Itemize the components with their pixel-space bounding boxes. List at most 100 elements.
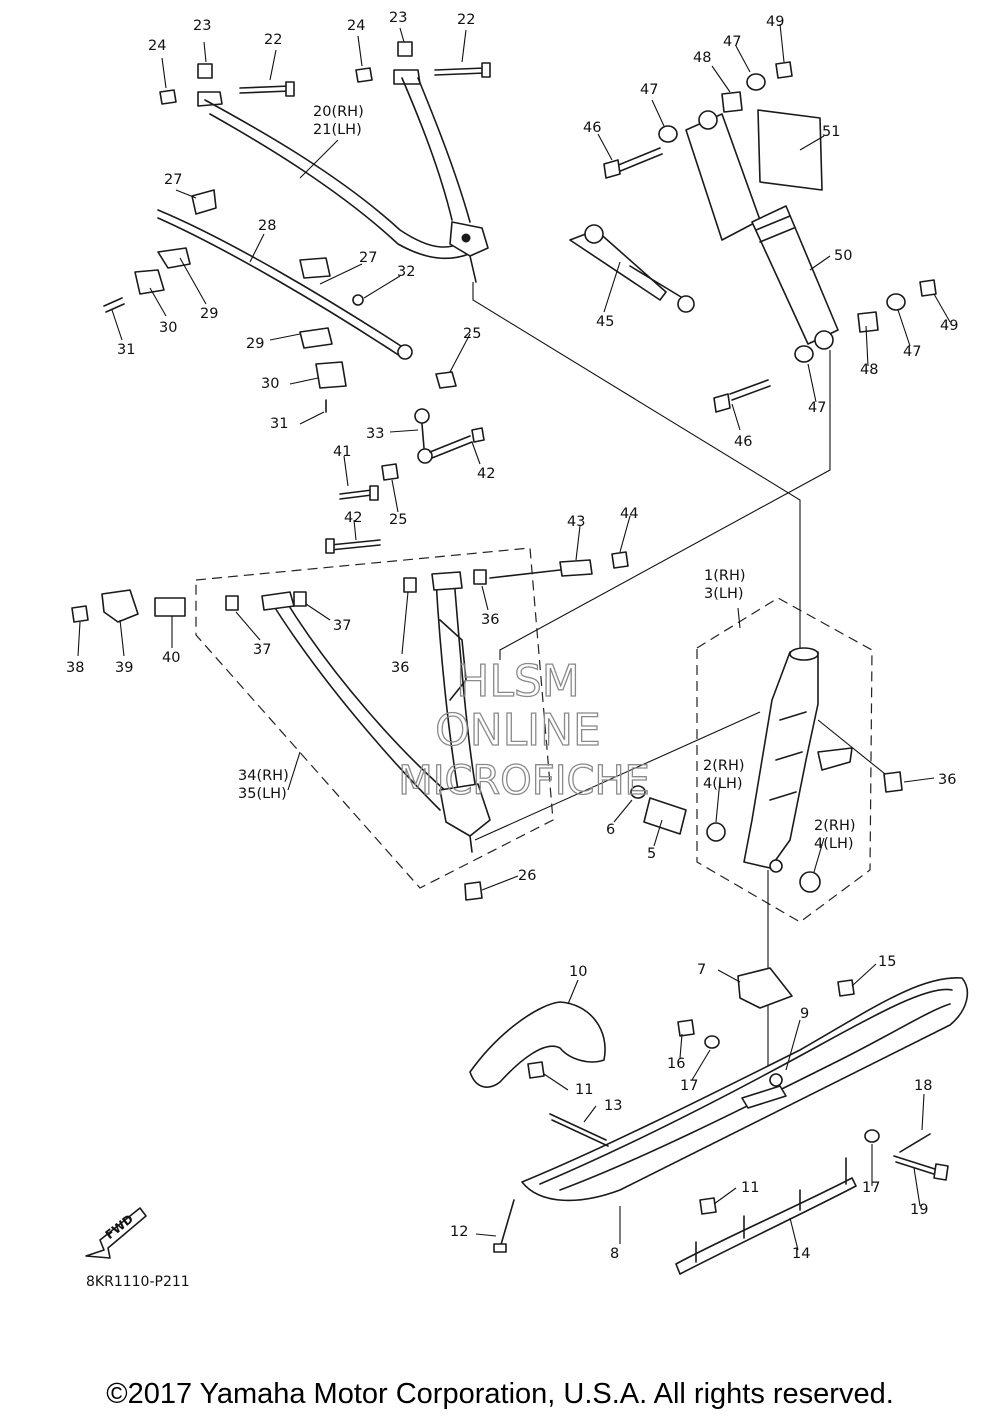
callout-36-a[interactable]: 36 xyxy=(481,612,499,628)
callout-26[interactable]: 26 xyxy=(518,868,536,884)
callout-17-b[interactable]: 17 xyxy=(862,1180,880,1196)
upper-arm-hardware xyxy=(159,41,491,105)
callout-25-a[interactable]: 25 xyxy=(463,326,481,342)
callout-49-b[interactable]: 49 xyxy=(940,318,958,334)
callout-19[interactable]: 19 xyxy=(910,1202,928,1218)
steering-arm xyxy=(569,224,695,313)
callout-6[interactable]: 6 xyxy=(606,822,615,838)
callout-13[interactable]: 13 xyxy=(604,1098,622,1114)
spindle xyxy=(630,647,903,893)
callout-10[interactable]: 10 xyxy=(569,964,587,980)
callout-47-c[interactable]: 47 xyxy=(903,344,921,360)
ref-line-shock-to-lower-arm xyxy=(499,350,831,660)
callout-4-lh-a[interactable]: 4(LH) xyxy=(703,776,743,792)
callout-12[interactable]: 12 xyxy=(450,1224,468,1240)
callout-42-a[interactable]: 42 xyxy=(477,466,495,482)
callout-51[interactable]: 51 xyxy=(822,124,840,140)
callout-33[interactable]: 33 xyxy=(366,426,384,442)
ski xyxy=(469,967,969,1275)
callout-15[interactable]: 15 xyxy=(878,954,896,970)
callout-32[interactable]: 32 xyxy=(397,264,415,280)
lower-arm-assembly-outline xyxy=(195,547,554,889)
watermark-line-3: MICROFICHE xyxy=(398,758,650,804)
callout-37-a[interactable]: 37 xyxy=(333,618,351,634)
callout-24-a[interactable]: 24 xyxy=(148,38,166,54)
callout-31-b[interactable]: 31 xyxy=(270,416,288,432)
callout-2-rh-b[interactable]: 2(RH) xyxy=(814,818,856,834)
callout-49-a[interactable]: 49 xyxy=(766,14,784,30)
callout-24-b[interactable]: 24 xyxy=(347,18,365,34)
callout-31-a[interactable]: 31 xyxy=(117,342,135,358)
callout-22-a[interactable]: 22 xyxy=(264,32,282,48)
stabilizer-link xyxy=(325,408,485,554)
callout-30-a[interactable]: 30 xyxy=(159,320,177,336)
callout-18[interactable]: 18 xyxy=(914,1078,932,1094)
callout-9[interactable]: 9 xyxy=(800,1006,809,1022)
callout-36-c[interactable]: 36 xyxy=(938,772,956,788)
ref-line-upper-arm-to-spindle xyxy=(472,282,801,648)
callout-25-b[interactable]: 25 xyxy=(389,512,407,528)
callout-48-a[interactable]: 48 xyxy=(693,50,711,66)
callout-2-rh-a[interactable]: 2(RH) xyxy=(703,758,745,774)
watermark-line-2: ONLINE xyxy=(435,705,601,756)
callout-30-b[interactable]: 30 xyxy=(261,376,279,392)
callout-5[interactable]: 5 xyxy=(647,846,656,862)
callout-47-d[interactable]: 47 xyxy=(808,400,826,416)
upper-a-arm xyxy=(197,69,489,283)
callout-8[interactable]: 8 xyxy=(610,1246,619,1262)
callout-42-b[interactable]: 42 xyxy=(344,510,362,526)
spindle-assembly-outline xyxy=(696,597,873,923)
callout-22-b[interactable]: 22 xyxy=(457,12,475,28)
callout-46-a[interactable]: 46 xyxy=(583,120,601,136)
callout-14[interactable]: 14 xyxy=(792,1246,810,1262)
copyright-notice: ©2017 Yamaha Motor Corporation, U.S.A. A… xyxy=(106,1378,894,1410)
callout-37-b[interactable]: 37 xyxy=(253,642,271,658)
stabilizer-bar xyxy=(103,189,457,413)
callout-11-a[interactable]: 11 xyxy=(575,1082,593,1098)
callout-23-a[interactable]: 23 xyxy=(193,18,211,34)
callout-43[interactable]: 43 xyxy=(567,514,585,530)
callout-27-a[interactable]: 27 xyxy=(164,172,182,188)
drawing-code: 8KR1110-P211 xyxy=(86,1274,190,1290)
callout-29-a[interactable]: 29 xyxy=(200,306,218,322)
callout-1-rh[interactable]: 1(RH) xyxy=(704,568,746,584)
callout-38[interactable]: 38 xyxy=(66,660,84,676)
callout-labels: 23 24 22 24 23 22 20(RH) 21(LH) 27 28 27… xyxy=(66,10,958,1262)
callout-35-lh[interactable]: 35(LH) xyxy=(238,786,287,802)
callout-21-lh[interactable]: 21(LH) xyxy=(313,122,362,138)
reference-lines xyxy=(472,282,891,1070)
watermark-line-1: HLSM xyxy=(456,656,580,707)
callout-28[interactable]: 28 xyxy=(258,218,276,234)
callout-leaders xyxy=(77,23,951,1251)
callout-41[interactable]: 41 xyxy=(333,444,351,460)
callout-46-b[interactable]: 46 xyxy=(734,434,752,450)
callout-40[interactable]: 40 xyxy=(162,650,180,666)
callout-4-lh-b[interactable]: 4(LH) xyxy=(814,836,854,852)
callout-48-b[interactable]: 48 xyxy=(860,362,878,378)
callout-20-rh[interactable]: 20(RH) xyxy=(313,104,364,120)
callout-44[interactable]: 44 xyxy=(620,506,638,522)
callout-16[interactable]: 16 xyxy=(667,1056,685,1072)
callout-47-a[interactable]: 47 xyxy=(723,34,741,50)
callout-7[interactable]: 7 xyxy=(697,962,706,978)
callout-3-lh[interactable]: 3(LH) xyxy=(704,586,744,602)
fwd-arrow: FWD xyxy=(85,1207,147,1259)
callout-45[interactable]: 45 xyxy=(596,314,614,330)
callout-36-b[interactable]: 36 xyxy=(391,660,409,676)
callout-29-b[interactable]: 29 xyxy=(246,336,264,352)
callout-23-b[interactable]: 23 xyxy=(389,10,407,26)
callout-47-b[interactable]: 47 xyxy=(640,82,658,98)
callout-34-rh[interactable]: 34(RH) xyxy=(238,768,289,784)
shock-absorber xyxy=(603,61,937,413)
lower-a-arm xyxy=(71,551,629,901)
callout-39[interactable]: 39 xyxy=(115,660,133,676)
callout-11-b[interactable]: 11 xyxy=(741,1180,759,1196)
callout-27-b[interactable]: 27 xyxy=(359,250,377,266)
callout-17-a[interactable]: 17 xyxy=(680,1078,698,1094)
ref-line-arm-to-spindle xyxy=(474,711,761,841)
assembly-outlines xyxy=(195,547,873,923)
ref-line-36-to-bushing xyxy=(817,719,891,779)
callout-50[interactable]: 50 xyxy=(834,248,852,264)
watermark: HLSM ONLINE MICROFICHE xyxy=(398,655,651,804)
